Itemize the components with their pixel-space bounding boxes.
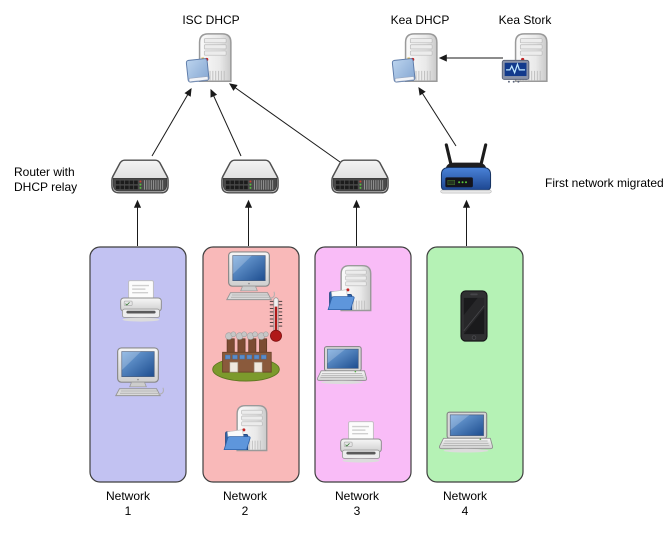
network-4-label-name: Network bbox=[442, 489, 487, 503]
network3-laptop-icon bbox=[317, 346, 367, 385]
switch-1-icon bbox=[111, 159, 169, 194]
wireless-router-icon bbox=[439, 143, 493, 195]
network1-desktop-icon bbox=[115, 347, 165, 397]
network-3-label-number: 3 bbox=[353, 504, 361, 518]
first-network-migrated-label: First network migrated bbox=[545, 176, 664, 190]
network-1-label: Network 1 bbox=[88, 489, 168, 519]
arrow-switch1-to-isc-dhcp bbox=[151, 87, 192, 157]
isc-dhcp-server-icon bbox=[186, 34, 231, 82]
switch-2-icon bbox=[221, 159, 279, 194]
kea-stork-label: Kea Stork bbox=[498, 13, 552, 27]
network-2-label-name: Network bbox=[222, 489, 267, 503]
network4-laptop-icon bbox=[439, 411, 493, 454]
kea-stork-server-icon bbox=[502, 34, 547, 83]
network-4-label-number: 4 bbox=[461, 504, 469, 518]
arrow-wireless-router-to-kea-dhcp bbox=[418, 86, 457, 147]
network-3-label-name: Network bbox=[334, 489, 379, 503]
router-relay-label: Router with DHCP relay bbox=[14, 165, 77, 195]
network2-desktop-icon bbox=[226, 251, 276, 301]
network-3-label: Network 3 bbox=[317, 489, 397, 519]
connection-arrows bbox=[133, 54, 503, 246]
router-relay-label-line1: Router with bbox=[14, 165, 75, 179]
network-2-label: Network 2 bbox=[205, 489, 285, 519]
network-4-label: Network 4 bbox=[425, 489, 505, 519]
network4-smartphone-icon bbox=[460, 290, 488, 342]
isc-dhcp-label: ISC DHCP bbox=[182, 13, 240, 27]
arrow-switch2-to-isc-dhcp bbox=[210, 88, 242, 157]
network-2-label-number: 2 bbox=[241, 504, 249, 518]
kea-dhcp-server-icon bbox=[392, 34, 437, 82]
network-1-label-number: 1 bbox=[124, 504, 132, 518]
router-relay-label-line2: DHCP relay bbox=[14, 180, 78, 194]
arrow-switch3-to-isc-dhcp bbox=[229, 83, 341, 163]
switch-3-icon bbox=[331, 159, 389, 194]
kea-dhcp-label: Kea DHCP bbox=[390, 13, 450, 27]
network-1-label-name: Network bbox=[105, 489, 150, 503]
